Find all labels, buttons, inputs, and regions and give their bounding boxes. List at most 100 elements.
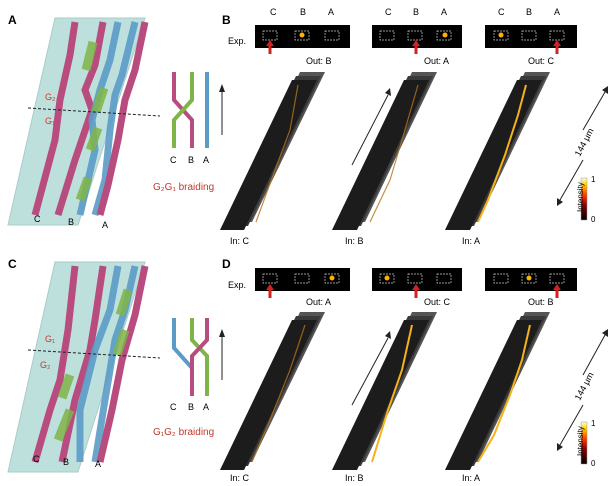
column-label-b: B <box>526 7 532 17</box>
panel-a-letter: A <box>8 13 17 27</box>
length-arrow-lower <box>559 404 584 446</box>
panel-c-letter: C <box>8 257 17 271</box>
length-arrow-upper <box>582 334 606 376</box>
colorbar-label: Intensity <box>576 426 585 456</box>
colorbar-min: 0 <box>591 459 596 468</box>
light-path <box>369 84 419 223</box>
output-spot <box>498 32 504 38</box>
sample-layer-1 <box>220 320 317 470</box>
braid-label-a: A <box>203 155 209 165</box>
panel-a: A G₂ G₁ C B A C B A G₂G₁ braiding <box>7 13 225 230</box>
sample-layer-1 <box>445 320 542 470</box>
waveguide-blue-2 <box>91 21 139 216</box>
colorbar-label: Intensity <box>576 182 585 212</box>
input-label: In: B <box>345 473 364 483</box>
colorbar-max: 1 <box>591 175 596 184</box>
coupler-4 <box>53 408 75 442</box>
propagation-arrow <box>351 94 389 166</box>
output-spot <box>442 32 448 38</box>
braid-label-b: B <box>188 155 194 165</box>
braid-label-a: A <box>203 402 209 412</box>
output-label: Out: B <box>528 297 554 307</box>
column-3: Out: B In: A 144 μm <box>445 268 608 483</box>
input-label: In: B <box>345 236 364 246</box>
light-path <box>251 324 306 463</box>
column-label-b: B <box>413 7 419 17</box>
braiding-caption: G₂G₁ braiding <box>153 182 214 193</box>
column-label-c: C <box>270 7 277 17</box>
panel-d-letter: D <box>222 257 231 271</box>
gate-divider-line <box>27 107 161 117</box>
sample-layer-1 <box>220 80 317 230</box>
gate-label-bottom: G₂ <box>40 360 51 370</box>
waveguide-b <box>58 265 107 463</box>
exp-output-image <box>372 268 462 291</box>
coupler-1 <box>115 288 133 317</box>
output-spot <box>526 275 532 281</box>
glass-substrate <box>7 17 146 226</box>
waveguide-c <box>31 21 79 216</box>
output-label: Out: A <box>424 56 449 66</box>
waveguide-a <box>96 21 149 216</box>
waveguide-a <box>96 265 149 463</box>
length-label: 144 μm <box>573 371 596 402</box>
colorbar: 1 0 Intensity <box>576 175 596 224</box>
exp-output-image <box>372 25 462 48</box>
waveguide-c <box>31 265 79 463</box>
column-label-c: C <box>498 7 505 17</box>
waveguide-label-c: C <box>33 454 40 464</box>
colorbar-max: 1 <box>591 419 596 428</box>
sample-layer-1 <box>332 320 429 470</box>
exp-output-image <box>485 25 577 48</box>
panel-b-letter: B <box>222 13 231 27</box>
length-arrow-upper <box>582 91 606 131</box>
propagation-arrow <box>351 337 389 406</box>
waveguide-blue-1 <box>76 265 122 462</box>
braid-diagram-a <box>172 72 225 148</box>
light-path <box>477 84 527 223</box>
coupler-4 <box>75 176 93 202</box>
input-label: In: A <box>462 473 480 483</box>
length-label: 144 μm <box>573 127 596 158</box>
colorbar-min: 0 <box>591 215 596 224</box>
input-label: In: A <box>462 236 480 246</box>
gate-label-top: G₂ <box>45 92 56 102</box>
braiding-caption: G₁G₂ braiding <box>153 427 214 438</box>
column-label-c: C <box>385 7 392 17</box>
exp-label: Exp. <box>228 36 246 46</box>
output-spot <box>329 275 335 281</box>
column-1: Out: A In: C <box>220 268 350 483</box>
panel-c: C G₁ G₂ C B A C B A G₁G₂ braiding <box>7 257 225 473</box>
output-label: Out: C <box>528 56 555 66</box>
panel-d: D Exp. Out: A In: C Out: C <box>220 257 608 483</box>
gate-label-top: G₁ <box>45 334 55 344</box>
output-label: Out: C <box>424 297 451 307</box>
coupler-2 <box>91 86 109 114</box>
output-spot <box>384 275 390 281</box>
panel-b: B Exp. C B A Out: B In: C C B A <box>220 7 608 246</box>
column-label-a: A <box>328 7 334 17</box>
exp-label: Exp. <box>228 280 246 290</box>
braid-label-c: C <box>170 402 177 412</box>
column-label-a: A <box>554 7 560 17</box>
waveguide-label-c: C <box>34 214 41 224</box>
column-1: C B A Out: B In: C <box>220 7 350 246</box>
column-label-a: A <box>441 7 447 17</box>
braid-label-c: C <box>170 155 177 165</box>
waveguide-label-b: B <box>68 217 74 227</box>
gate-label-bottom: G₁ <box>45 116 55 126</box>
light-path <box>477 324 531 463</box>
column-2: C B A Out: A In: B <box>332 7 462 246</box>
coupler-3 <box>85 126 103 152</box>
coupler-3 <box>57 373 75 400</box>
input-label: In: C <box>230 236 250 246</box>
length-arrow-lower <box>559 159 584 201</box>
colorbar: 1 0 Intensity <box>576 419 596 468</box>
light-path <box>371 324 413 463</box>
sample-layer-1 <box>445 80 542 230</box>
waveguide-b <box>54 21 107 217</box>
waveguide-label-b: B <box>63 457 69 467</box>
output-label: Out: A <box>306 297 331 307</box>
waveguide-label-a: A <box>95 459 101 469</box>
